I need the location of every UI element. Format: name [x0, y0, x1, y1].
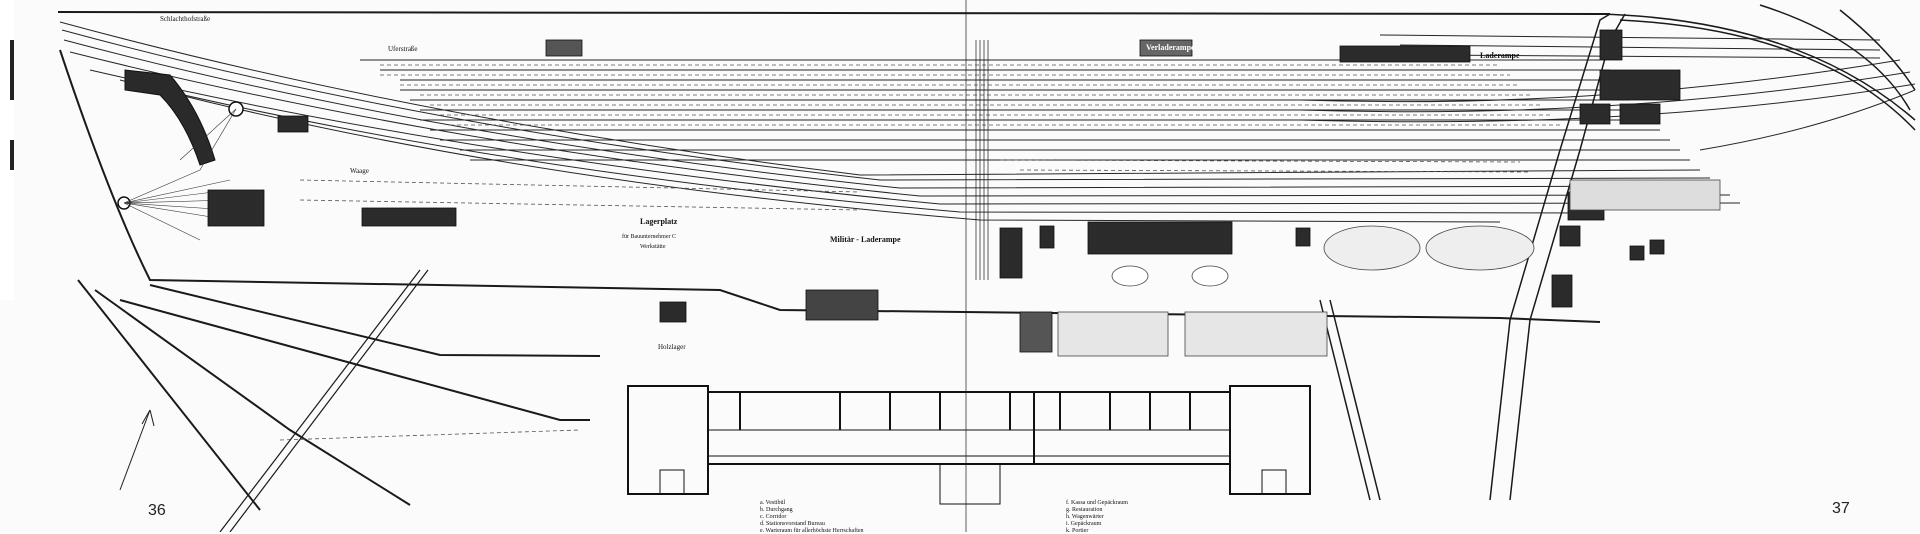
engine-shed [207, 189, 265, 227]
legend-h: h. Wagenwärter [1066, 514, 1104, 520]
freight-shed-right [1339, 45, 1471, 63]
footbridge [219, 269, 429, 532]
small-depot [545, 39, 583, 57]
goods-shed [361, 207, 457, 227]
roundhouse [117, 69, 244, 210]
legend-e: e. Warteraum für allerhöchste Herrschaft… [760, 528, 864, 534]
right-building-3 [1579, 103, 1611, 125]
station-floor-plan [627, 385, 1311, 505]
legend-c: c. Corridor [760, 514, 787, 520]
garden-areas [1057, 179, 1721, 357]
workshop-label: Werkstätte [640, 244, 666, 250]
fountain-1 [1111, 265, 1149, 287]
bottom-street-label: Holzlager [658, 343, 686, 351]
page-number-left: 36 [148, 502, 166, 519]
freight-building-label: Verladerampe [1146, 43, 1195, 52]
right-park [1569, 179, 1721, 211]
legend-f: f. Kassa und Gepäckraum [1066, 500, 1128, 506]
legend-i: i. Gepäckraum [1066, 521, 1102, 527]
loading-ramp-label: Laderampe [1480, 51, 1520, 60]
freight-building [1139, 39, 1193, 57]
garden-1 [1057, 311, 1169, 357]
station-wing-left [999, 227, 1023, 279]
right-building-2 [1599, 69, 1681, 101]
weighbridge-label: Waage [350, 167, 369, 175]
storage-owner-label: für Bauunternehmer C [622, 234, 676, 240]
page-number-right: 37 [1832, 500, 1850, 517]
street-label-middle: Uferstraße [388, 45, 418, 53]
fountain-2 [1191, 265, 1229, 287]
right-building-1 [1599, 29, 1623, 61]
right-lodge [1551, 274, 1573, 308]
building-blocks [207, 29, 1681, 353]
park-oval-2 [1425, 225, 1535, 271]
legend-b: b. Durchgang [760, 507, 793, 513]
legend-a: a. Vestibül [760, 500, 786, 506]
garden-pavilion [1019, 311, 1053, 353]
workshop-building [277, 115, 309, 133]
vertical-crossing-lines [965, 0, 989, 532]
north-arrow [119, 409, 155, 491]
garden-2 [1184, 311, 1328, 357]
track-dashed [279, 64, 1560, 441]
street-label-top-left: Schlachthofstraße [160, 15, 211, 23]
warehouse-bottom [805, 289, 879, 321]
small-lodge-bottom [659, 301, 687, 323]
legend-k: k. Portier [1066, 528, 1089, 534]
park-oval-1 [1323, 225, 1421, 271]
military-ramp-label: Militär - Laderampe [830, 235, 901, 244]
binding-mark [10, 40, 14, 100]
storage-area-label: Lagerplatz [640, 217, 678, 226]
track-fan-upper [59, 21, 1916, 223]
station-building-main [1087, 221, 1233, 255]
legend-d: d. Stationsvorstand Bureau [760, 521, 825, 527]
legend-g: g. Restauration [1066, 507, 1103, 513]
